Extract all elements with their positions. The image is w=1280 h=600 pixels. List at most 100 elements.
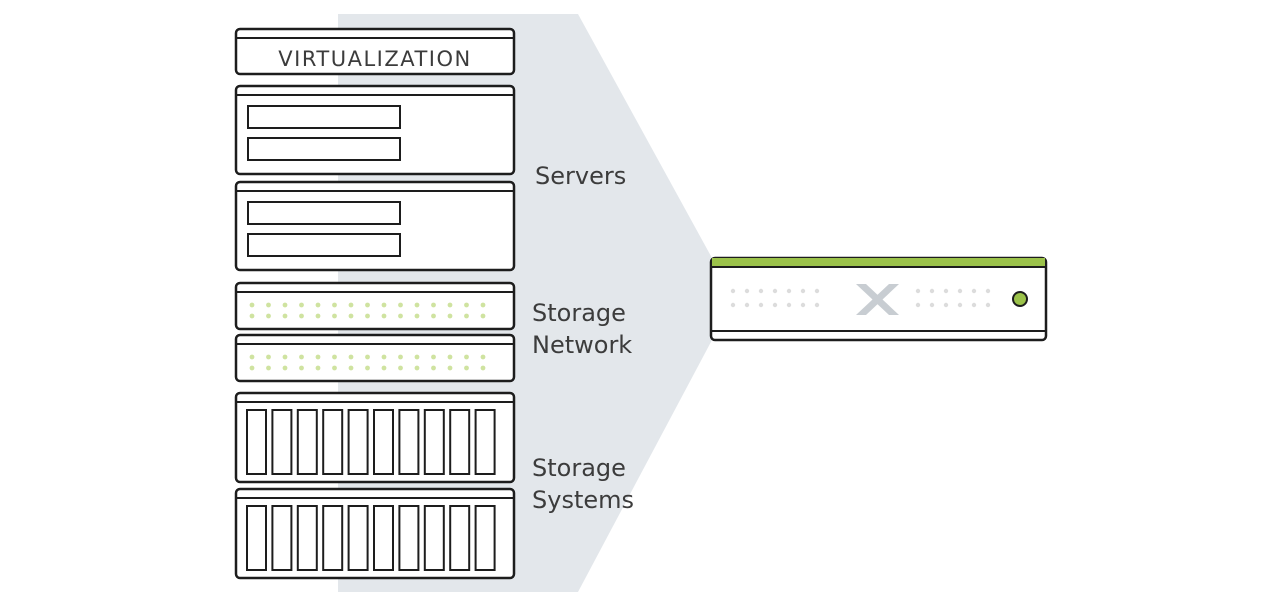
dot	[464, 302, 469, 308]
appliance-green-bezel	[712, 258, 1045, 267]
dot	[431, 313, 436, 319]
dot	[315, 313, 321, 319]
dot	[282, 354, 288, 360]
dot	[786, 288, 792, 294]
server-unit-1	[234, 84, 516, 176]
dot	[929, 288, 935, 294]
dot	[744, 288, 750, 294]
disk-bay	[449, 505, 471, 571]
disk-bay	[271, 505, 293, 571]
server-drive-slot	[247, 105, 401, 129]
dot	[348, 302, 354, 308]
dot	[398, 313, 403, 319]
dot	[480, 313, 486, 319]
dot	[943, 302, 949, 308]
disk-bay	[423, 505, 445, 571]
dot	[464, 365, 469, 371]
dot	[299, 354, 304, 360]
dot	[447, 302, 453, 308]
servers-label: Servers	[535, 162, 626, 190]
server-drive-slot	[247, 137, 401, 161]
status-led-icon	[1012, 291, 1028, 307]
disk-bay	[347, 505, 369, 571]
dot	[414, 313, 420, 319]
dot	[348, 313, 354, 319]
storage-systems-label-line-1: Storage	[532, 454, 626, 482]
dot	[365, 354, 370, 360]
dot	[943, 288, 949, 294]
network-switch-2	[234, 333, 516, 383]
dot	[348, 354, 354, 360]
storage-disk-bays	[246, 505, 496, 571]
disk-bay	[474, 409, 496, 475]
dot	[381, 354, 387, 360]
disk-bay	[423, 409, 445, 475]
dot	[332, 354, 337, 360]
dot	[381, 365, 387, 371]
dot	[730, 288, 736, 294]
dot	[480, 365, 486, 371]
disk-bay	[373, 505, 394, 571]
storage-network-label-line-1: Storage	[532, 299, 626, 327]
dot	[814, 288, 820, 294]
dot	[365, 302, 370, 308]
switch-port-dots	[249, 302, 486, 319]
dot	[758, 288, 764, 294]
dot	[348, 365, 354, 371]
dot	[464, 313, 469, 319]
dot	[971, 288, 977, 294]
dot	[249, 365, 255, 371]
disk-bay	[398, 409, 420, 475]
dot	[332, 302, 337, 308]
dot	[266, 354, 271, 360]
dot	[398, 354, 403, 360]
dot	[800, 288, 806, 294]
dot	[266, 365, 271, 371]
server-drive-slot	[247, 233, 401, 257]
dot	[266, 313, 271, 319]
dot	[381, 313, 387, 319]
dot	[447, 365, 453, 371]
dot	[786, 302, 792, 308]
dot	[431, 302, 436, 308]
storage-array-2	[234, 487, 516, 580]
disk-bay	[373, 409, 394, 475]
dot	[282, 365, 288, 371]
dot	[282, 302, 288, 308]
dot	[814, 302, 820, 308]
disk-bay	[246, 409, 267, 475]
dot	[480, 302, 486, 308]
dot	[772, 288, 778, 294]
dot	[447, 354, 453, 360]
virtualization-label: VIRTUALIZATION	[278, 47, 471, 71]
dot	[464, 354, 469, 360]
nutanix-x-logo-icon	[856, 284, 899, 315]
dot	[315, 302, 321, 308]
disk-bay	[296, 409, 318, 475]
disk-bay	[296, 505, 318, 571]
dot	[266, 302, 271, 308]
dot	[414, 365, 420, 371]
disk-bay	[474, 505, 496, 571]
dot	[414, 354, 420, 360]
dot	[985, 302, 991, 308]
disk-bay	[271, 409, 293, 475]
dot	[957, 288, 963, 294]
dot	[332, 313, 337, 319]
dot	[772, 302, 778, 308]
network-switch-1	[234, 281, 516, 331]
dot	[730, 302, 736, 308]
dot	[414, 302, 420, 308]
dot	[315, 354, 321, 360]
dot	[447, 313, 453, 319]
dot	[249, 302, 255, 308]
disk-bay	[246, 505, 267, 571]
dot	[299, 302, 304, 308]
server-unit-2	[234, 180, 516, 272]
storage-disk-bays	[246, 409, 496, 475]
dot	[480, 354, 486, 360]
storage-network-label-line-2: Network	[532, 331, 632, 359]
appliance-vent-dots-right	[915, 288, 991, 308]
disk-bay	[347, 409, 369, 475]
